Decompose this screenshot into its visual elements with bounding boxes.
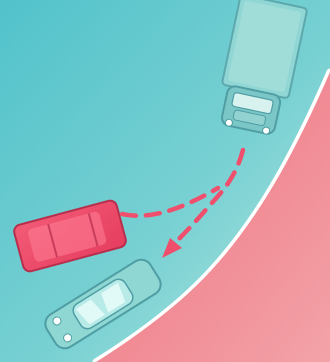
illustration-frame [0, 0, 330, 362]
road-scene [0, 0, 330, 362]
